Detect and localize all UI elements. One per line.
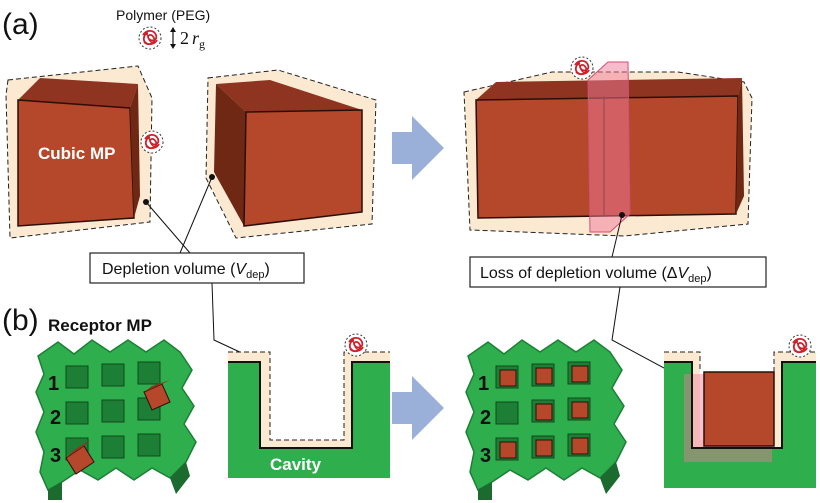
cubic-mp-left [5,65,153,239]
svg-text:Loss of depletion volume (ΔVde: Loss of depletion volume (ΔVdep) [480,265,712,285]
receptor-mp-plate-filled [465,339,627,500]
cube-side-face [214,84,246,226]
merged-cubes [463,61,753,237]
cube-front-face [243,109,363,227]
filled-cavity-cross-section [664,351,816,488]
row-label-1: 1 [48,373,59,395]
cubic-mp-right [205,69,377,239]
cube-top-face [216,80,362,112]
row-label-3: 3 [480,445,491,467]
polymer-icon [570,56,594,80]
rg-double-arrow-icon [170,27,176,49]
cube-side-face [736,78,744,214]
panel-a-letter: (a) [2,8,39,41]
cavity-label: Cavity [270,455,322,474]
leader-dot [209,174,215,180]
cube-top-face [18,78,138,108]
transition-arrow-icon [392,116,444,180]
polymer-icon [138,26,162,50]
depletion-volume-box: Depletion volume (Vdep) [89,252,305,284]
row-label-1: 1 [478,373,489,395]
row-label-2: 2 [480,407,491,429]
leader-dot [143,199,149,205]
row-label-3: 3 [50,445,61,467]
polymer-icon [344,333,368,357]
seated-cube [703,371,775,447]
row-label-2: 2 [50,407,61,429]
leader-line [611,214,623,258]
svg-text:Depletion volume (Vdep): Depletion volume (Vdep) [102,261,270,281]
polymer-icon [140,130,164,154]
receptor-mp-plate [35,339,197,500]
cube-front-face [17,99,135,227]
cube-side-face [130,84,140,218]
loss-depletion-box: Loss of depletion volume (ΔVdep) [469,256,767,288]
cavity-grid [65,361,161,461]
overlap-region [587,61,631,233]
panel-b-letter: (b) [2,304,39,337]
seated-cubes [499,365,589,459]
receptor-mp-label: Receptor MP [48,316,152,335]
leader-lines [145,176,245,355]
polymer-label: Polymer (PEG) [116,7,210,23]
cubic-mp-label: Cubic MP [38,144,115,163]
transition-arrow-icon [392,376,444,440]
polymer-icon [788,334,812,358]
